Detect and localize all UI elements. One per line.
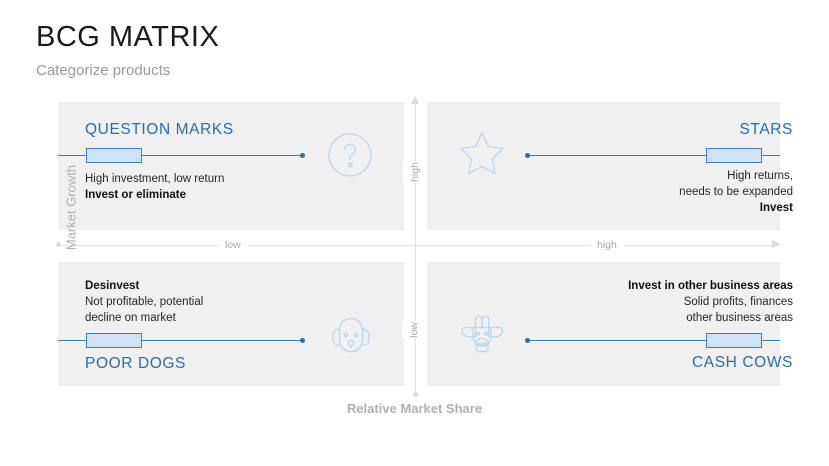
- x-axis-title: Relative Market Share: [346, 401, 483, 416]
- cc-desc-action: Invest in other business areas: [628, 280, 793, 292]
- quadrant-title-cash-cows: CASH COWS: [692, 354, 793, 371]
- cow-face-icon: [457, 311, 507, 362]
- page-subtitle: Categorize products: [36, 61, 171, 79]
- slider-poor-dogs[interactable]: [58, 332, 305, 350]
- slider-endpoint-dot-icon: [300, 152, 305, 158]
- x-axis-line: [58, 245, 780, 246]
- question-mark-circle-icon: [327, 132, 373, 183]
- slider-handle[interactable]: [86, 148, 142, 163]
- page-title: BCG MATRIX: [36, 21, 220, 53]
- slider-handle[interactable]: [706, 148, 762, 163]
- y-axis-arrow-icon: [411, 96, 419, 104]
- st-desc-line1: High returns,: [727, 170, 793, 182]
- quadrant-title-stars: STARS: [739, 121, 793, 138]
- quadrant-cash-cows[interactable]: [427, 262, 780, 386]
- quadrant-title-poor-dogs: POOR DOGS: [85, 355, 186, 372]
- slider-cash-cows[interactable]: [525, 332, 780, 350]
- cc-desc-line1: Solid profits, finances: [683, 295, 793, 308]
- quadrant-description-cash-cows: Invest in other business areas Solid pro…: [628, 279, 793, 327]
- quadrant-description-question-marks: High investment, low return Invest or el…: [85, 172, 224, 204]
- x-axis-start-dot-icon: [56, 242, 61, 247]
- pd-desc-action: Desinvest: [85, 280, 140, 292]
- quadrant-poor-dogs[interactable]: [58, 262, 404, 386]
- x-axis-tick-low: low: [218, 239, 248, 251]
- slider-track: [527, 340, 780, 341]
- qm-desc-action: Invest or eliminate: [85, 188, 186, 201]
- quadrant-description-stars: High returns, needs to be expanded Inves…: [679, 169, 793, 217]
- pd-desc-line1: Not profitable, potential: [85, 295, 204, 308]
- st-desc-action: Invest: [759, 201, 793, 214]
- y-axis-tick-high: high: [402, 162, 427, 182]
- st-desc-line2: needs to be expanded: [679, 185, 793, 198]
- quadrant-description-poor-dogs: Desinvest Not profitable, potential decl…: [85, 279, 203, 327]
- slider-endpoint-dot-icon: [525, 337, 530, 343]
- slider-stars[interactable]: [525, 147, 780, 165]
- slider-endpoint-dot-icon: [300, 337, 305, 343]
- quadrant-title-question-marks: QUESTION MARKS: [85, 121, 234, 138]
- y-axis-start-dot-icon: [413, 392, 418, 397]
- slider-question-marks[interactable]: [58, 147, 305, 165]
- slider-track: [527, 155, 780, 156]
- header: BCG MATRIX Categorize products: [36, 21, 220, 79]
- quadrant-stars[interactable]: [427, 102, 780, 230]
- slider-track: [58, 155, 303, 156]
- slider-track: [58, 340, 303, 341]
- star-icon: [457, 130, 507, 183]
- slider-handle[interactable]: [706, 333, 762, 348]
- cc-desc-line2: other business areas: [686, 311, 793, 324]
- qm-desc-line1: High investment, low return: [85, 173, 225, 185]
- x-axis-arrow-icon: [772, 240, 780, 248]
- x-axis-tick-high: high: [590, 239, 624, 251]
- slider-handle[interactable]: [86, 333, 142, 348]
- pd-desc-line2: decline on market: [85, 311, 176, 324]
- dog-face-icon: [327, 316, 375, 365]
- y-axis-line: [415, 100, 416, 395]
- slider-endpoint-dot-icon: [525, 152, 530, 158]
- y-axis-title: Market Growth: [63, 164, 79, 251]
- quadrant-question-marks[interactable]: [58, 102, 404, 230]
- y-axis-tick-low: low: [401, 322, 426, 338]
